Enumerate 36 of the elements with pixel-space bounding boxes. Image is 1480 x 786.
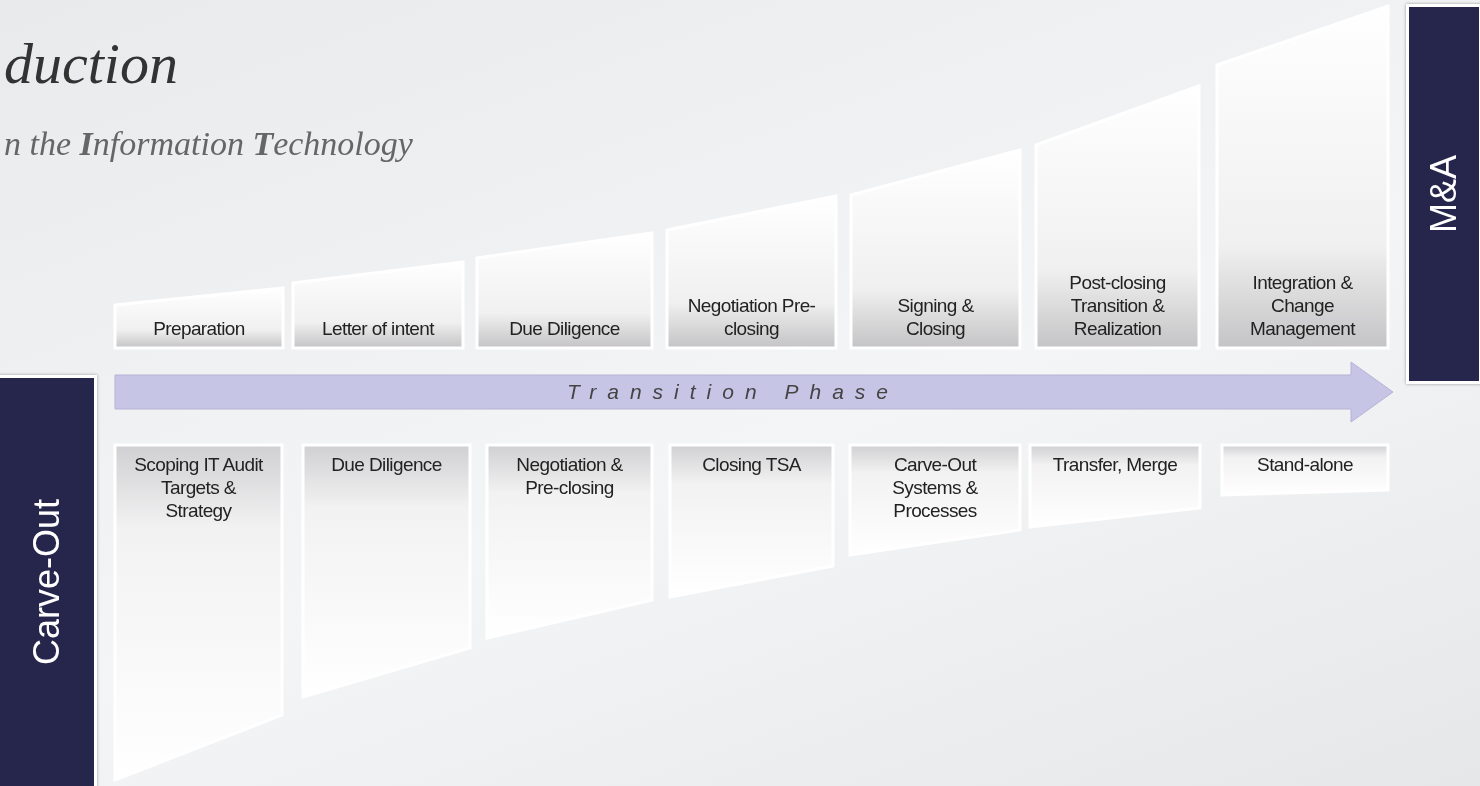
- category-band: [1406, 4, 1480, 384]
- box-label: Letter of intent: [321, 317, 436, 340]
- subtitle: n the Information Technology: [4, 125, 413, 163]
- phase-box: [115, 288, 283, 348]
- box-label: Due Diligence: [508, 317, 621, 340]
- slide-title: duction: [4, 30, 178, 97]
- box-label: Signing & Closing: [896, 294, 975, 340]
- phase-step-box: [850, 445, 1020, 555]
- box-label: Due Diligence: [330, 453, 443, 476]
- phase-step-box: [670, 445, 833, 597]
- phase-box: [667, 196, 836, 348]
- box-label: Stand-alone: [1256, 453, 1354, 476]
- phase-step-box: [115, 445, 282, 780]
- box-label: Negotiation & Pre-closing: [515, 453, 624, 499]
- box-label: Scoping IT Audit Targets & Strategy: [133, 453, 264, 522]
- box-label: Transfer, Merge: [1051, 453, 1179, 476]
- phase-box: [477, 233, 652, 348]
- phase-step-box: [303, 445, 470, 697]
- arrow-label: Transition Phase: [566, 380, 900, 404]
- box-label: Integration & Change Management: [1249, 271, 1357, 340]
- box-label: Closing TSA: [701, 453, 803, 476]
- category-band: [0, 375, 97, 786]
- phase-step-box: [1222, 445, 1388, 495]
- phase-arrow: [115, 362, 1393, 422]
- box-label: Preparation: [152, 317, 246, 340]
- phase-step-box: [487, 445, 652, 638]
- band-label: M&A: [1423, 155, 1465, 233]
- phase-box: [293, 262, 463, 348]
- phase-box: [851, 150, 1020, 348]
- phase-box: [1217, 6, 1388, 348]
- phase-step-box: [1030, 445, 1200, 527]
- box-label: Carve-Out Systems & Processes: [891, 453, 979, 522]
- box-label: Negotiation Pre-closing: [686, 294, 817, 340]
- band-label: Carve-Out: [26, 499, 68, 665]
- box-label: Post-closing Transition & Realization: [1068, 271, 1167, 340]
- phase-box: [1036, 86, 1199, 348]
